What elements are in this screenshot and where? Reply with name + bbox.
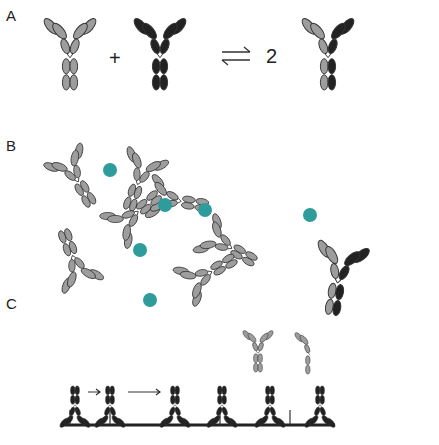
panel-letter: A xyxy=(6,8,16,23)
stoichiometry-number: 2 xyxy=(266,46,277,66)
panel-a xyxy=(42,16,357,90)
panel-b xyxy=(40,140,372,320)
panel-c xyxy=(59,329,337,428)
panel-letter: C xyxy=(6,296,17,311)
panel-letter: B xyxy=(6,138,16,153)
plus-sign: + xyxy=(109,48,121,68)
